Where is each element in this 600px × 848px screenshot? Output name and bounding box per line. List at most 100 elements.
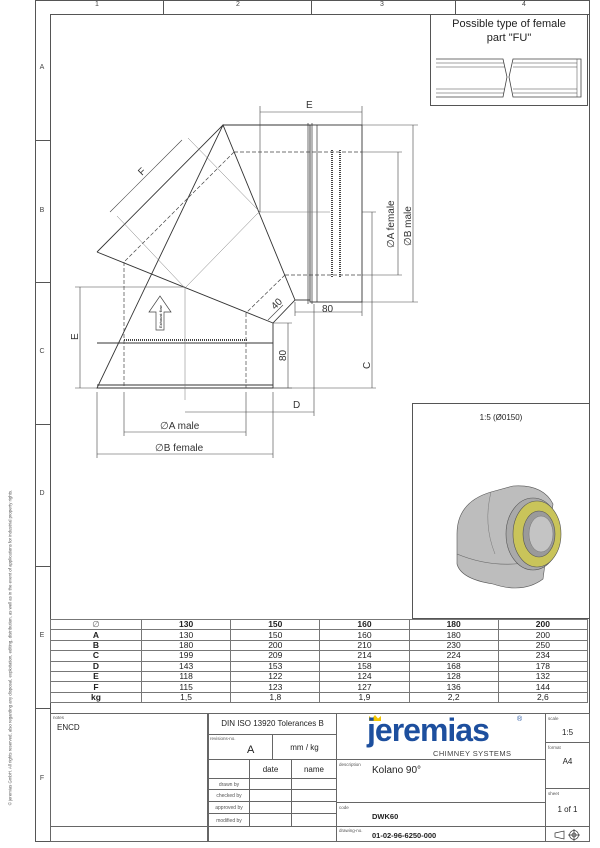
logo-subtitle: CHIMNEY SYSTEMS [433, 749, 512, 758]
table-cell: 250 [497, 639, 589, 652]
table-row-label: A [50, 629, 142, 641]
dim-e-left: E [70, 333, 81, 340]
scale-label: scale [548, 716, 559, 721]
table-cell: 115 [140, 681, 232, 693]
dim-40: 40 [269, 296, 285, 312]
table-row-label: B [50, 639, 142, 652]
female-part-title-line1: Possible type of female [452, 18, 566, 30]
3d-view-box: 1:5 (Ø0150) [412, 403, 590, 619]
exhaust-flow-arrow-icon: Exhaust flow [148, 295, 172, 331]
column-number: 4 [522, 1, 526, 8]
table-cell: 1,5 [140, 691, 232, 704]
revisions-cell: revisions-no. A [208, 734, 273, 760]
units-cell: mm / kg [272, 734, 337, 760]
female-part-box: Possible type of female part "FU" [430, 14, 588, 106]
column-divider [163, 0, 164, 14]
table-cell: 160 [319, 618, 410, 631]
female-part-pipe-drawing [436, 58, 582, 98]
table-cell: 130 [140, 618, 232, 631]
sheet-cell: sheet 1 of 1 [545, 788, 590, 827]
code-value: DWK60 [372, 812, 399, 821]
signoff-footer-cell [208, 826, 337, 842]
dim-c: C [362, 362, 373, 369]
right-pipe [309, 124, 363, 303]
dim-f: F [136, 166, 148, 178]
signoff-header-blank [208, 759, 250, 779]
drawing-no-value: 01-02-96-6250-000 [372, 831, 437, 840]
modified-by-name [291, 813, 337, 827]
scale-cell: scale 1:5 [545, 713, 590, 743]
row-divider [35, 140, 50, 141]
table-cell: 180 [408, 618, 499, 631]
table-cell: 200 [497, 629, 589, 641]
table-cell: 158 [319, 660, 410, 672]
dim-e-top: E [306, 100, 313, 111]
table-cell: 224 [408, 650, 499, 662]
table-cell: 199 [140, 650, 232, 662]
revisions-label: revisions-no. [210, 736, 236, 741]
projection-symbol-cell [545, 826, 590, 842]
drawing-no-label: drawing-no. [339, 828, 363, 833]
table-cell: 2,6 [497, 691, 589, 704]
table-cell: 200 [497, 618, 589, 631]
notes-label: notes [53, 715, 65, 720]
row-letter: A [39, 64, 45, 71]
table-cell: 1,8 [230, 691, 321, 704]
dim-a-female: ∅A female [386, 200, 397, 248]
dim-d: D [293, 400, 300, 411]
format-cell: format A4 [545, 742, 590, 789]
notes-cell: notes ENCD [50, 713, 208, 827]
checked-by-label: checked by [216, 793, 242, 799]
exhaust-flow-label: Exhaust flow [158, 305, 163, 328]
modified-by-row: modified by [208, 813, 250, 827]
table-cell: 143 [140, 660, 232, 672]
format-label: format [548, 745, 561, 750]
table-cell: 123 [230, 681, 321, 693]
column-number: 2 [236, 1, 240, 8]
units-value: mm / kg [290, 743, 319, 752]
table-cell: 200 [230, 639, 321, 652]
row-letter: F [39, 775, 45, 782]
date-header: date [249, 759, 292, 779]
table-cell: 180 [140, 639, 232, 652]
table-cell: 153 [230, 660, 321, 672]
table-cell: 124 [319, 670, 410, 683]
table-row-label: F [50, 681, 142, 693]
row-letter: C [39, 348, 45, 355]
format-value: A4 [562, 757, 573, 766]
description-cell: description Kolano 90° [336, 759, 546, 803]
logo-registered-mark: ® [517, 716, 523, 723]
approved-by-label: approved by [215, 805, 243, 811]
row-letter: B [39, 207, 45, 214]
company-logo: jeremias [367, 713, 490, 748]
tolerances-cell: DIN ISO 13920 Tolerances B [208, 713, 337, 735]
name-header: name [291, 759, 337, 779]
row-divider [35, 424, 50, 425]
table-cell: 234 [497, 650, 589, 662]
row-divider [35, 708, 50, 709]
first-angle-projection-icon [554, 829, 580, 841]
table-cell: 118 [140, 670, 232, 683]
column-number: 1 [95, 1, 99, 8]
column-divider [455, 0, 456, 14]
table-row-label: ∅ [50, 618, 142, 631]
name-header-text: name [303, 765, 324, 774]
column-divider [311, 0, 312, 14]
table-cell: 150 [230, 618, 321, 631]
revisions-value: A [247, 744, 255, 756]
row-letter: D [39, 490, 45, 497]
scale-value: 1:5 [561, 728, 574, 737]
dim-b-male: ∅B male [403, 206, 414, 246]
crown-icon [369, 715, 381, 721]
dim-80-left: 80 [278, 349, 289, 361]
3d-view-label: 1:5 (Ø0150) [479, 413, 523, 422]
column-number: 3 [380, 1, 384, 8]
notes-footer-cell [50, 826, 208, 842]
code-cell: code DWK60 [336, 802, 546, 827]
code-label: code [339, 805, 349, 810]
table-cell: 144 [497, 681, 589, 693]
